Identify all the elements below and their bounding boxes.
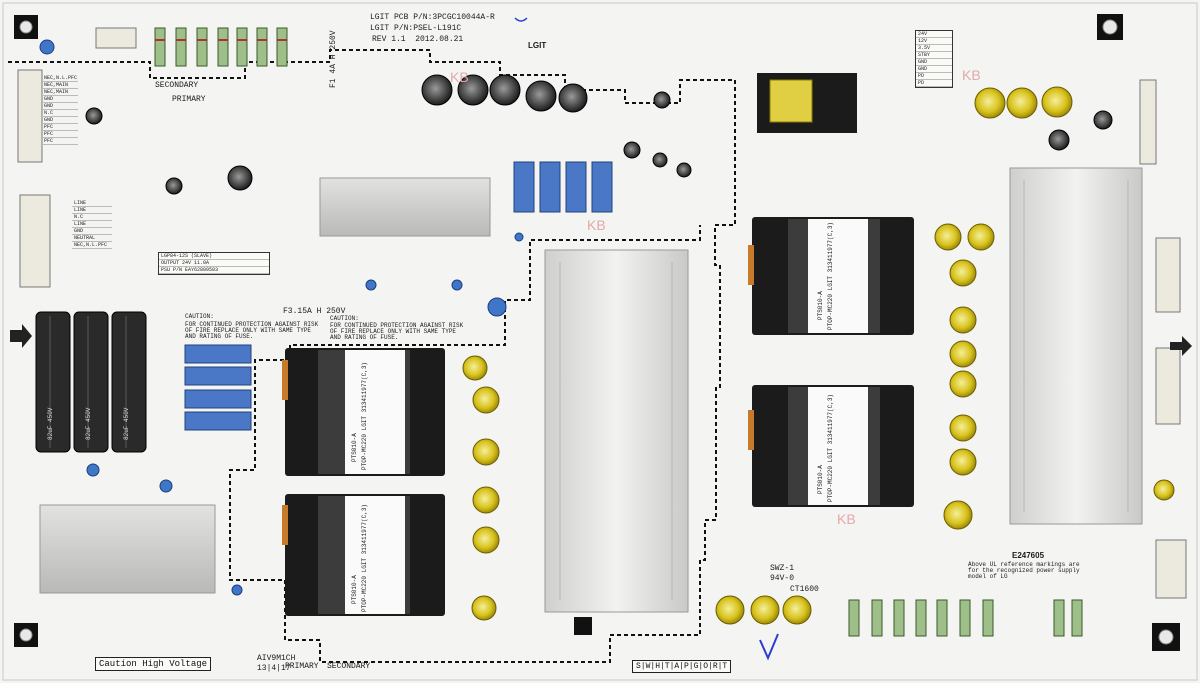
secondary-label: SECONDARY — [155, 81, 199, 90]
caution-title-mid: CAUTION: — [330, 315, 359, 322]
left-pin-2: NEC,MAIN — [42, 89, 78, 96]
header-line-2: LGIT P/N:PSEL-L191C — [370, 24, 462, 33]
kb-mark-4: KB — [587, 217, 606, 233]
transformer-label-2: PTS010-A — [351, 575, 358, 604]
header-line-3: REV 1.1 2012.08.21 — [372, 35, 464, 44]
bottom-secondary-label: SECONDARY — [327, 662, 371, 671]
kb-mark-2: KB — [962, 67, 981, 83]
ul-mark-text: E247605 — [1012, 551, 1045, 560]
mid-pin-labels: LINE LINE N.C LINE GND NEUTRAL NEC,N.L.P… — [72, 200, 112, 249]
mid-pin-6: NEC,N.L.PFC — [72, 242, 112, 249]
left-pin-5: N.C — [42, 110, 78, 117]
pin-row-6: PD — [916, 73, 952, 80]
left-pin-7: PFC — [42, 124, 78, 131]
pin-row-1: 12V — [916, 38, 952, 45]
left-pin-9: PFC — [42, 138, 78, 145]
transformer-note-3: PTOP-MC220 LGIT 313411977(C,3) — [827, 221, 834, 330]
kb-mark-3: KB — [837, 511, 856, 527]
left-pin-0: NEC,N.L.PFC — [42, 75, 78, 82]
pin-row-2: 3.5V — [916, 45, 952, 52]
pin-row-5: GND — [916, 66, 952, 73]
transformer-label-3: PTS010-A — [817, 291, 824, 320]
pin-row-3: STBY — [916, 52, 952, 59]
mid-pin-3: LINE — [72, 221, 112, 228]
transformer-note-4: PTOP-MC220 LGIT 313411977(C,3) — [827, 393, 834, 502]
header-line-1: LGIT PCB P/N:3PCGC10044A-R — [370, 13, 495, 22]
pin-row-0: 24V — [916, 31, 952, 38]
mid-pin-5: NEUTRAL — [72, 235, 112, 242]
mid-pin-2: N.C — [72, 214, 112, 221]
ct-label: CT1600 — [790, 585, 819, 594]
caution-text-mid: FOR CONTINUED PROTECTION AGAINST RISK OF… — [330, 322, 464, 341]
transformer-label-4: PTS010-A — [817, 465, 824, 494]
mid-pin-1: LINE — [72, 207, 112, 214]
model-label: LGP84-12S (SLAVE) — [159, 253, 269, 260]
left-pin-1: NEC,MAIN — [42, 82, 78, 89]
left-pin-4: GND — [42, 103, 78, 110]
transformer-note-2: PTOP-MC220 LGIT 313411977(C,3) — [361, 503, 368, 612]
fuse-small-label: F3.15A H 250V — [283, 307, 346, 316]
primary-label: PRIMARY — [172, 95, 206, 104]
v94-label: 94V-0 — [770, 574, 795, 583]
bottom-code: AIV9M1CH — [257, 654, 296, 663]
pfc-cap-label-2: 82uF 450V — [85, 407, 92, 440]
left-pin-labels: NEC,N.L.PFC NEC,MAIN NEC,MAIN GND GND N.… — [42, 75, 78, 145]
psu-pn-label: PSU P/N EAY62809503 — [159, 267, 269, 274]
transformer-label-1: PTS010-A — [351, 433, 358, 462]
bottom-primary-label: PRIMARY — [285, 662, 319, 671]
fuse-main-label: F1 4A H 250V — [329, 30, 338, 88]
left-pin-8: PFC — [42, 131, 78, 138]
brand-label: LGIT — [528, 41, 547, 50]
kb-mark-1: KB — [450, 69, 469, 85]
mid-pin-4: GND — [72, 228, 112, 235]
transformer-note-1: PTOP-MC220 LGIT 313411977(C,3) — [361, 361, 368, 470]
bottom-code-2: 13|4|17 — [257, 664, 291, 673]
mid-pin-0: LINE — [72, 200, 112, 207]
model-table: LGP84-12S (SLAVE) OUTPUT 24V 11.0A PSU P… — [158, 252, 270, 275]
caution-title-left: CAUTION: — [185, 313, 214, 320]
caution-text-left: FOR CONTINUED PROTECTION AGAINST RISK OF… — [185, 321, 319, 340]
psu-pin-table: 24V 12V 3.5V STBY GND GND PD PD — [915, 30, 953, 88]
pin-row-7: PD — [916, 80, 952, 87]
high-voltage-label: Caution High Voltage — [95, 657, 212, 671]
ul-note-text: Above UL reference markings are for the … — [968, 561, 1080, 580]
left-pin-3: GND — [42, 96, 78, 103]
pfc-cap-label-1: 82uF 450V — [47, 407, 54, 440]
left-pin-6: GND — [42, 117, 78, 124]
swz-label: SWZ-1 — [770, 564, 795, 573]
output-label: OUTPUT 24V 11.0A — [159, 260, 269, 267]
pin-row-4: GND — [916, 59, 952, 66]
bottom-letter-strip: S|W|H|T|A|P|G|O|R|T — [632, 660, 732, 673]
pfc-cap-label-3: 82uF 450V — [123, 407, 130, 440]
